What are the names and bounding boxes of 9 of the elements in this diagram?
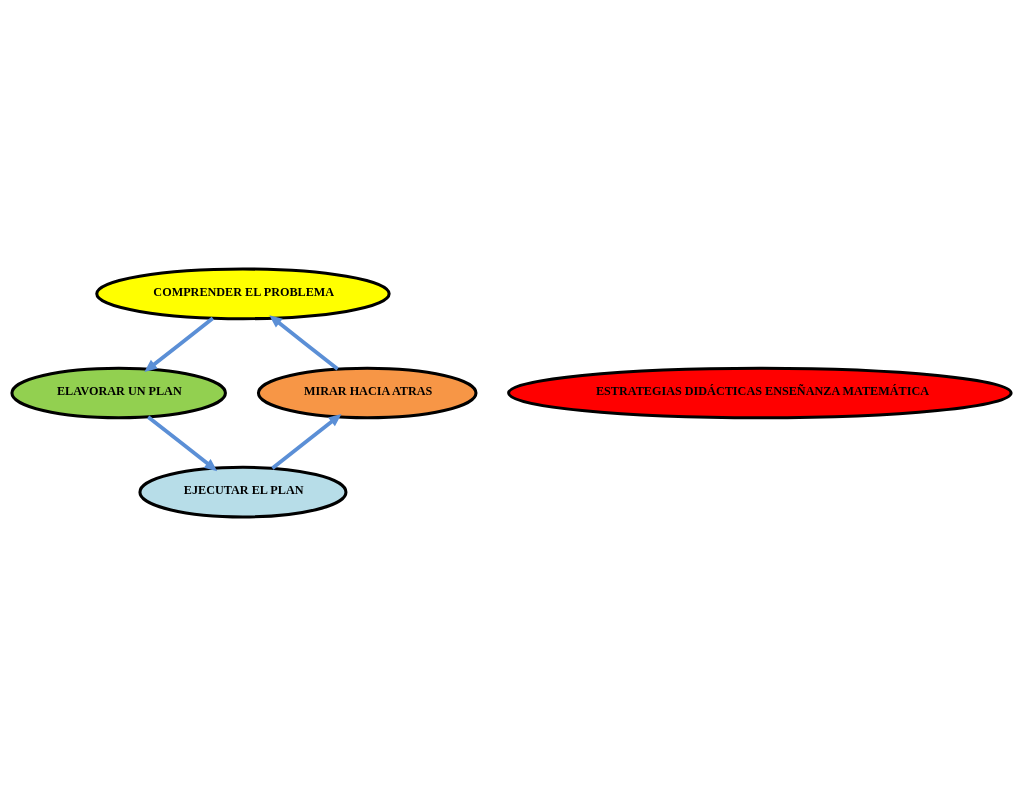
arrow bbox=[146, 414, 218, 471]
node-ellipse: EJECUTAR EL PLAN bbox=[138, 465, 348, 518]
node-ellipse: MIRAR HACIA ATRAS bbox=[256, 366, 478, 419]
arrow bbox=[269, 314, 339, 370]
node-ellipse: ELAVORAR UN PLAN bbox=[10, 366, 227, 419]
node-ellipse: ESTRATEGIAS DIDÁCTICAS ENSEÑANZA MATEMÁTICA bbox=[507, 366, 1013, 419]
node-ellipse: COMPRENDER EL PROBLEMA bbox=[95, 267, 391, 320]
arrow bbox=[144, 316, 215, 372]
arrow bbox=[271, 413, 342, 470]
